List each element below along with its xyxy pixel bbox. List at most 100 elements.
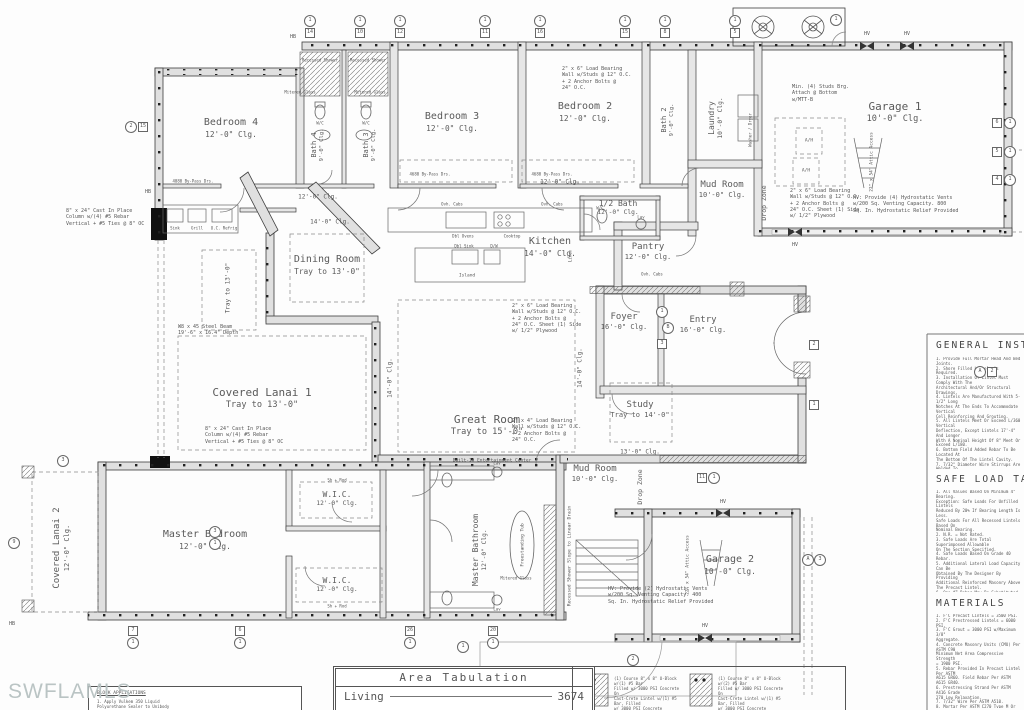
wc-label-1: W/C	[316, 120, 324, 126]
window-tag-circle: 1	[234, 637, 246, 649]
ovh-cabs-note-2: Ovh. Cabs	[541, 201, 563, 207]
shelf-rod-note-2: Sh + Rod	[327, 603, 347, 609]
mitered-glass-note-1: Mitered Glass	[284, 89, 316, 95]
window-tag-square: 5	[730, 28, 740, 38]
east-tag-square: 2	[809, 340, 819, 350]
window-tag-square: 20	[488, 626, 498, 636]
master-shower-note: Recessed Shower Slope to Linear Drain	[567, 505, 573, 607]
apron-tag-circle: 1	[457, 641, 469, 653]
window-tag-circle: 1	[1004, 146, 1016, 158]
hydrostatic-note-garage1: HV: Provide (4) Hydrostatic Vents w/200 …	[853, 195, 959, 214]
window-tag-square: 12	[395, 28, 405, 38]
load-bearing-note-garage1: 2" x 6" Load Bearing Wall w/Studs @ 12" …	[790, 188, 860, 219]
load-bearing-note-c: 2" x 4" Load Bearing Wall w/Studs @ 12" …	[512, 418, 582, 443]
mitered-glass-note-3: Mitered Glass	[500, 575, 532, 581]
area-tabulation-table: Area Tabulation Living 3674	[333, 666, 595, 710]
column-note-1: 8" x 24" Cast In Place Column w/(4) #5 R…	[66, 208, 145, 227]
hv-tag-5: HV	[701, 623, 709, 629]
room-label-drop-zone-2: Drop Zone	[635, 469, 644, 505]
window-tag-square: 6	[992, 118, 1002, 128]
hv-tag-2: HV	[903, 31, 911, 37]
recessed-shower-note-1: Recessed Shower	[301, 57, 339, 63]
hall-clg-label: 12'-0" Clg.	[298, 193, 338, 201]
washer-dryer-note: Washer / Dryer	[747, 113, 753, 147]
hv-tag-1: HV	[863, 31, 871, 37]
mud2-tag-circle: 1	[708, 472, 720, 484]
load-bearing-note-b: 2" x 6" Load Bearing Wall w/Studs @ 12" …	[512, 303, 582, 334]
east-pair-square: 2	[987, 367, 997, 377]
air-handler-label-1: A/H	[804, 138, 814, 144]
window-tag-circle: 1	[404, 637, 416, 649]
window-tag-circle: 1	[1004, 174, 1016, 186]
garage2-tag-circle: 3	[814, 554, 826, 566]
study-clg-label: 13'-0" Clg.	[620, 448, 660, 456]
hose-bib-tag-2: HB	[8, 621, 16, 627]
hall-clg-label-3: 12'-0" Clg.	[540, 178, 580, 186]
window-tag-square: 6	[235, 626, 245, 636]
window-tag-circle: 1	[304, 15, 316, 27]
cooktop-label: Cooktop	[503, 233, 521, 239]
uc-refrig-label: U.C. Refrig	[210, 225, 238, 231]
tub-note: Freestanding Tub	[520, 523, 526, 567]
attic-access-note-2: 22" x 54" Attic Access	[685, 535, 691, 595]
ref-tag-circle: 2	[125, 121, 137, 133]
window-tag-circle: 1	[729, 15, 741, 27]
safe-load-heading: SAFE LOAD TA	[936, 474, 1024, 485]
entry-tag-circle: B	[662, 322, 674, 334]
general-instructions-body: 1. Provide Full Mortar Head And Bed Join…	[936, 357, 1021, 469]
materials-heading: MATERIALS	[936, 598, 1006, 609]
hv-tag-4: HV	[719, 499, 727, 505]
area-tabulation-row-living: Living 3674	[336, 687, 592, 706]
mitered-glass-note-2: Mitered Glass	[354, 89, 386, 95]
bypass-doors-label-3: 4680 By-Pass Drs.	[531, 171, 573, 177]
general-instructions-heading: GENERAL INST	[936, 340, 1024, 351]
hydrostatic-note-garage2: HV: Provide (2) Hydrostatic Vents w/200 …	[608, 586, 714, 605]
window-tag-square: 7	[128, 626, 138, 636]
materials-body: 1. F'C Precast Lintels = 3500 PSI. 2. F'…	[936, 614, 1021, 708]
window-tag-circle: 1	[659, 15, 671, 27]
grill-label: Grill	[190, 225, 204, 231]
outdoor-sink-label: Sink	[170, 225, 180, 231]
entertainment-center-note: Built-In Entertainment Center	[452, 458, 532, 464]
garage2-tag-circle: A	[802, 554, 814, 566]
window-tag-circle: 1	[619, 15, 631, 27]
ref-tag-circle: 3	[57, 455, 69, 467]
window-tag-square: 4	[992, 175, 1002, 185]
window-tag-circle: 1	[354, 15, 366, 27]
leader-line	[389, 696, 552, 697]
room-label-wic-2: W.I.C.12'-0" Clg.	[316, 576, 358, 594]
attic-access-note-1: 22" x 54" Attic Access	[869, 132, 875, 192]
lav-label-1: Lav	[493, 460, 501, 466]
dishwasher-label: D/W	[490, 243, 498, 249]
column-note-2: 8" x 24" Cast In Place Column w/(4) #5 R…	[205, 426, 284, 445]
entry-tag-square: 3	[657, 339, 667, 349]
window-tag-circle: 1	[394, 15, 406, 27]
hv-tag-3: HV	[791, 242, 799, 248]
ref-tag-circle: 3	[209, 526, 221, 538]
window-tag-square: 14	[305, 28, 315, 38]
wc-label-2: W/C	[362, 120, 370, 126]
room-label-drop-zone-1: Drop Zone	[759, 185, 768, 221]
watermark: SWFLAMLS	[8, 680, 132, 703]
window-tag-square: 16	[535, 28, 545, 38]
block-applications-heading: BLOCK APPLICATIONS	[97, 691, 146, 696]
ref-tag-circle: 1	[209, 538, 221, 550]
safe-load-body: 1. All Values Based On Minimum 4" Bearin…	[936, 490, 1021, 592]
load-bearing-note-a: 2" x 6" Load Bearing Wall w/Studs @ 12" …	[562, 66, 632, 91]
